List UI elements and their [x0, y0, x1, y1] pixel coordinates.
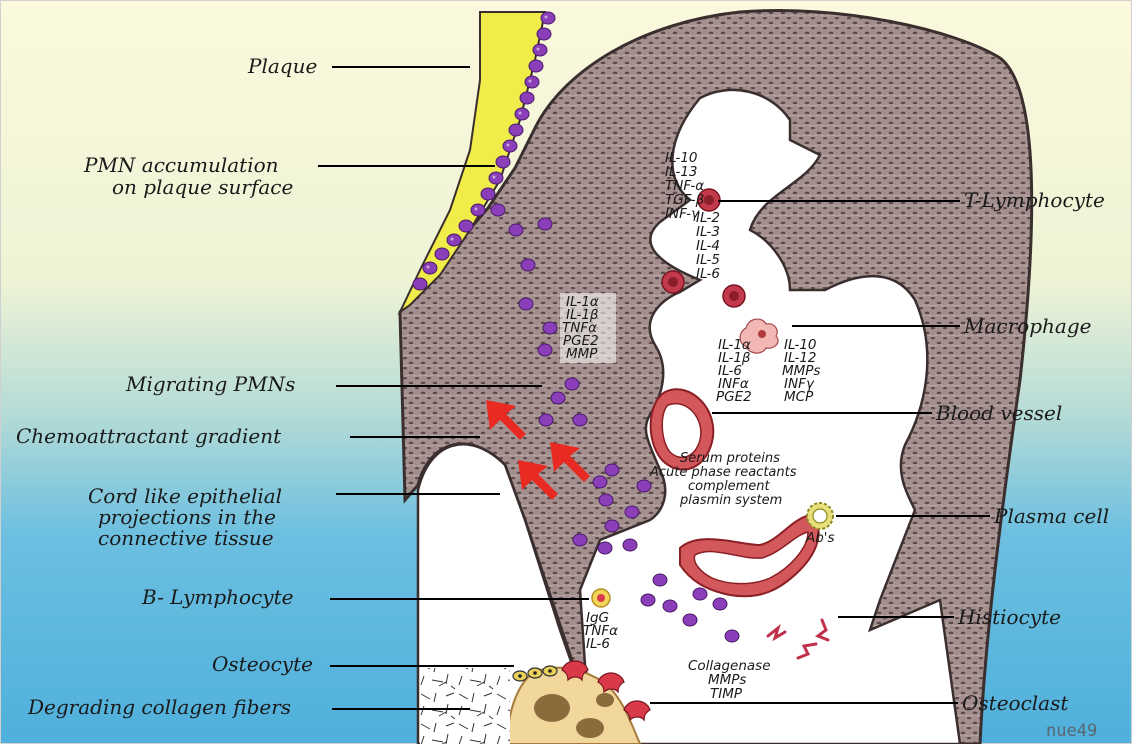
label-osteocyte: Osteocyte [212, 652, 313, 676]
label-osteoclast: Osteoclast [962, 691, 1069, 715]
b-lymphocyte-cell [592, 589, 610, 607]
label-pmn-accumulation: on plaque surface [112, 175, 293, 199]
cytokine-item: PGE2 [716, 389, 752, 405]
cytokine-item: MMP [566, 346, 598, 362]
serum-item: Serum proteins [680, 451, 780, 466]
bone-marrow-space [596, 693, 614, 707]
cytokine-item: TIMP [710, 686, 743, 702]
label-plaque: Plaque [247, 54, 317, 78]
plasma-cell [807, 503, 833, 529]
label-chemoattractant: Chemoattractant gradient [16, 424, 282, 448]
label-b-lymphocyte: B- Lymphocyte [141, 585, 293, 609]
antibodies-text: Ab's [805, 530, 835, 546]
bone-marrow-space [534, 694, 570, 722]
label-pmn-accumulation: PMN accumulation [83, 153, 279, 177]
label-cord: connective tissue [98, 526, 274, 550]
serum-item: complement [688, 479, 771, 494]
label-degrading-collagen: Degrading collagen fibers [27, 695, 291, 719]
label-histiocyte: Histiocyte [957, 605, 1061, 629]
artist-signature: nue49 [1046, 721, 1097, 741]
cytokine-item: MCP [784, 389, 814, 405]
bone-marrow-space [576, 718, 604, 738]
label-macrophage: Macrophage [963, 314, 1091, 338]
label-plasma-cell: Plasma cell [993, 504, 1109, 528]
pmn-cytokines: IL-1α IL-1β TNFα PGE2 MMP [562, 294, 599, 362]
serum-item: Acute phase reactants [649, 465, 797, 480]
cytokine-item: INF-γ [665, 206, 700, 222]
cytokine-item: IL-6 [696, 266, 720, 282]
t-cytokines-bottom: IL-2 IL-3 IL-4 IL-5 IL-6 [696, 210, 720, 282]
collagen-fibers [420, 668, 510, 744]
label-t-lymphocyte: T-Lymphocyte [964, 188, 1105, 212]
cytokine-item: IL-6 [586, 636, 610, 652]
label-blood-vessel: Blood vessel [935, 401, 1062, 425]
label-migrating-pmns: Migrating PMNs [125, 372, 295, 396]
serum-item: plasmin system [679, 493, 782, 508]
